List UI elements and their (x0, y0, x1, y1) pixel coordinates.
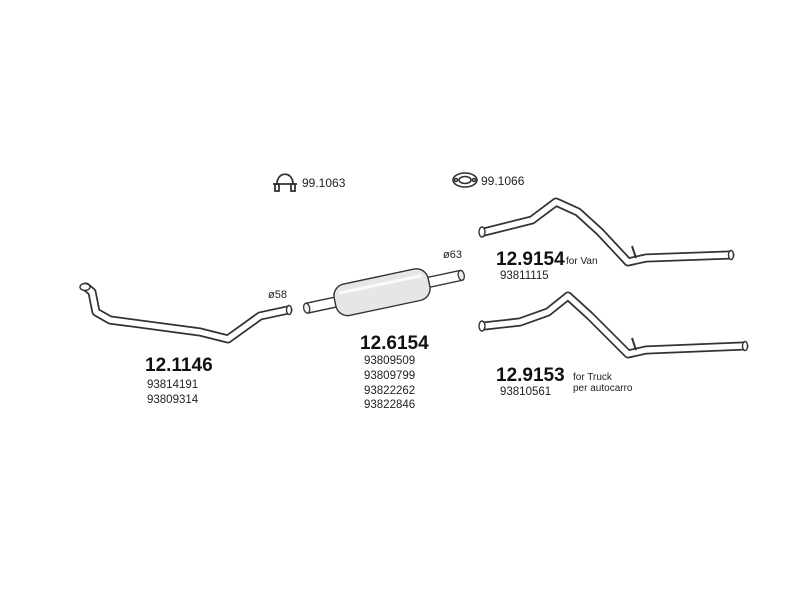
part-code-12-6154: 12.6154 (360, 333, 429, 354)
oem-ref: 93809509 (364, 355, 416, 367)
clamp-code: 99.1063 (302, 176, 346, 190)
oem-ref: 93822262 (364, 385, 416, 397)
part-code-12-9154: 12.9154 (496, 249, 565, 270)
diameter-label-12-1146: ø58 (268, 289, 287, 301)
tail-pipe-12-9154 (478, 197, 735, 267)
application-note: for Truck (573, 372, 612, 383)
oem-ref: 93811115 (500, 270, 549, 282)
oem-ref: 93814191 (147, 379, 199, 391)
oem-ref: 93822846 (364, 399, 416, 411)
gasket-icon (452, 172, 478, 188)
clamp-icon (273, 173, 297, 192)
part-code-12-1146: 12.1146 (145, 355, 213, 376)
application-note: per autocarro (573, 383, 633, 394)
oem-ref: 93809314 (147, 394, 199, 406)
oem-ref: 93809799 (364, 370, 416, 382)
tail-pipe-12-9153 (478, 291, 749, 359)
gasket-code: 99.1066 (481, 174, 525, 188)
front-pipe-12-1146 (79, 282, 293, 344)
oem-ref: 93810561 (500, 386, 552, 398)
diameter-label-12-6154: ø63 (443, 249, 462, 261)
application-note: for Van (566, 256, 598, 267)
muffler-12-6154 (302, 268, 466, 317)
part-code-12-9153: 12.9153 (496, 365, 565, 386)
